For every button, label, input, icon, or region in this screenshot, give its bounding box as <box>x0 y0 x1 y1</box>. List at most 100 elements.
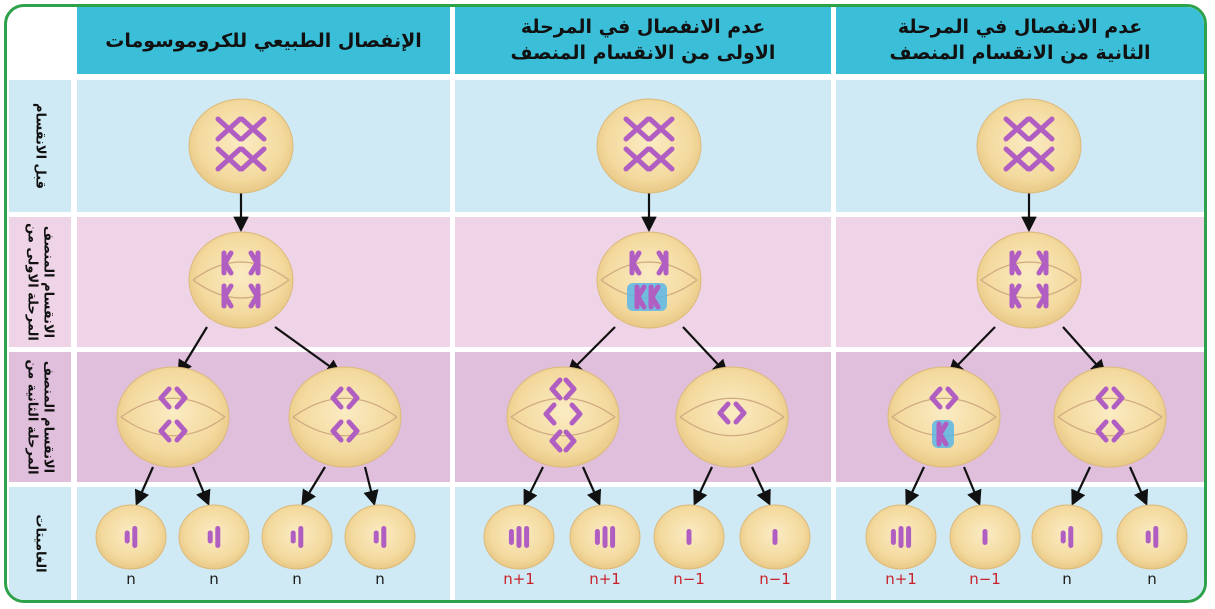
chromatid <box>543 402 557 426</box>
chromosome-pair <box>1009 283 1022 309</box>
spindle-fiber <box>980 261 1078 281</box>
chromosome-pair <box>248 283 261 309</box>
row-label-strip <box>9 487 71 600</box>
chromatid <box>207 530 213 544</box>
row-label-text: الغاميتات <box>33 514 48 572</box>
gamete-label: n+1 <box>589 570 621 588</box>
chromosome-x <box>647 116 675 142</box>
gamete-cell <box>949 504 1021 570</box>
chromosome-x <box>215 146 243 172</box>
chromosome-x <box>1027 116 1055 142</box>
cell-membrane <box>1031 504 1103 570</box>
chromosome-pair <box>629 250 642 276</box>
spindle-fiber <box>192 261 290 281</box>
gamete-cell <box>95 504 167 570</box>
chromosome-x <box>1003 116 1031 142</box>
cell-meiosis-two <box>887 366 1001 468</box>
spindle-fiber <box>510 397 616 418</box>
cell-membrane <box>976 231 1082 329</box>
cell-membrane <box>976 98 1082 194</box>
column-header-text: الاولى من الانقسام المنصف <box>511 42 776 64</box>
chromatid <box>330 386 344 410</box>
chromatid <box>929 386 943 410</box>
chromosome-x <box>623 146 651 172</box>
arrow <box>274 326 342 375</box>
chromosome-x <box>1003 146 1031 172</box>
cell-meiosis-one <box>976 231 1082 329</box>
chromosome-x <box>239 146 267 172</box>
chromosome-x <box>623 116 651 142</box>
spindle-fiber <box>292 397 398 418</box>
arrow <box>566 326 616 376</box>
arrow <box>905 466 925 506</box>
cell-membrane <box>675 366 789 468</box>
chromatid <box>174 419 188 443</box>
gamete-label: n <box>209 570 219 588</box>
chromosome-pair <box>1036 283 1049 309</box>
chromatid <box>158 386 172 410</box>
cell-membrane <box>261 504 333 570</box>
column-header-bar <box>77 7 450 74</box>
chromatid <box>686 529 692 545</box>
chromatid <box>132 526 138 548</box>
spindle-fiber <box>510 416 616 437</box>
cell-before-division <box>976 98 1082 194</box>
cells <box>95 98 1188 570</box>
cell-membrane <box>344 504 416 570</box>
chromatid <box>346 386 360 410</box>
cell-membrane <box>1053 366 1167 468</box>
cell-meiosis-two <box>1053 366 1167 468</box>
chromatid <box>569 402 583 426</box>
chromatid <box>945 386 959 410</box>
chromatid <box>982 529 988 545</box>
chromatid <box>1060 530 1066 544</box>
chromatid <box>124 530 130 544</box>
cell-before-division <box>188 98 294 194</box>
nondisjoined-chromosome <box>634 284 647 310</box>
cell-meiosis-two <box>675 366 789 468</box>
chromatid <box>516 526 522 548</box>
arrow <box>693 466 713 506</box>
chromosome-pair <box>248 250 261 276</box>
chromosome-pair <box>221 250 234 276</box>
chromatid <box>1153 526 1159 548</box>
arrow <box>1062 326 1107 376</box>
gamete-label: n+1 <box>503 570 535 588</box>
cell-meiosis-one <box>596 231 702 329</box>
chromosome-pair <box>221 283 234 309</box>
cell-membrane <box>1116 504 1188 570</box>
arrow <box>523 466 544 506</box>
arrow <box>1128 466 1149 506</box>
arrow <box>191 466 211 506</box>
arrow <box>581 466 602 506</box>
gamete-cell <box>569 504 641 570</box>
chromatid <box>890 529 896 545</box>
row-label-text: المرحلة الاولى من <box>25 223 40 341</box>
gamete-label: n+1 <box>885 570 917 588</box>
chromatid <box>330 419 344 443</box>
gamete-label: n−1 <box>969 570 1001 588</box>
cell-membrane <box>95 504 167 570</box>
gamete-cell <box>865 504 937 570</box>
chromatid <box>1145 530 1151 544</box>
chromosome-x <box>1027 146 1055 172</box>
chromosome-x <box>215 116 243 142</box>
gamete-cell <box>1031 504 1103 570</box>
cell-membrane <box>887 366 1001 468</box>
chromatid <box>563 377 577 401</box>
nondisjunction-halo <box>627 283 667 311</box>
chromatid <box>594 529 600 545</box>
spindle-fiber <box>192 279 290 299</box>
column-header-bar <box>836 7 1204 74</box>
row-label-strip <box>9 217 71 347</box>
gamete-label: n <box>126 570 136 588</box>
cell-meiosis-two <box>288 366 402 468</box>
row-label-strip <box>9 80 71 212</box>
chromatid <box>1095 386 1109 410</box>
chromatid <box>373 530 379 544</box>
spindle-fiber <box>292 416 398 437</box>
chromatid <box>524 526 530 548</box>
